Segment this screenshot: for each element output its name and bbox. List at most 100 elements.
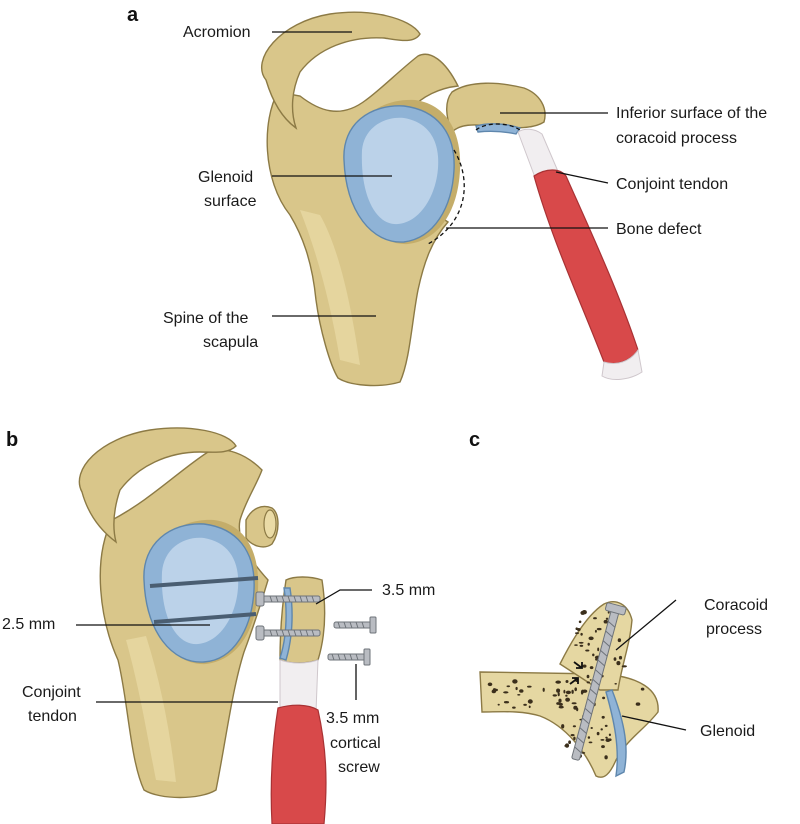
bone-pore: [589, 679, 592, 681]
bone-pore: [519, 689, 524, 693]
compression-arrow-lower: [569, 677, 579, 685]
bone-pore: [580, 632, 583, 636]
spine-highlight-b: [126, 636, 176, 782]
bone-pore: [578, 641, 584, 644]
bone-pore: [618, 655, 623, 660]
label-cortical-3: screw: [338, 759, 380, 776]
label-glenoid-1: Glenoid: [198, 169, 253, 186]
cortical-screw-2: [327, 648, 371, 666]
conjoint-tendon-a: [517, 128, 561, 181]
bone-pore: [506, 685, 511, 688]
bone-pore: [563, 689, 566, 694]
bone-pore: [580, 610, 585, 615]
label-cortical-2: cortical: [330, 735, 381, 752]
bone-pore: [487, 682, 493, 687]
bone-pore: [564, 743, 570, 748]
bone-pore: [572, 725, 577, 728]
label-coracoid-c-2: process: [706, 621, 762, 638]
bone-pore: [523, 703, 527, 706]
bone-pore: [558, 698, 562, 703]
bone-pore: [527, 685, 532, 688]
leader-glenoid-c: [621, 715, 687, 731]
panel-b-letter: b: [6, 429, 18, 451]
label-spine-2: scapula: [203, 334, 258, 351]
graft-screw-upper: [255, 591, 321, 607]
bone-pore: [604, 724, 608, 728]
bone-pore: [552, 694, 557, 697]
bone-pore: [568, 740, 571, 744]
bone-pore: [596, 627, 602, 631]
bone-pore: [621, 665, 627, 668]
bone-pore: [582, 664, 587, 668]
coracoid-defect-outline: [475, 123, 521, 131]
label-coracoid-c-1: Coracoid: [704, 597, 768, 614]
glenoid-cortical-surface: [605, 689, 627, 778]
label-cortical-1: 3.5 mm: [326, 710, 379, 727]
bone-pore: [601, 715, 605, 719]
graft-screw-lower: [255, 625, 321, 641]
graft-inferior-surface: [279, 587, 293, 661]
bone-pore: [602, 696, 606, 700]
acromion-bone-b: [78, 427, 237, 544]
label-coracoid-1: Inferior surface of the: [616, 105, 767, 122]
bone-pore: [574, 644, 578, 646]
bone-pore: [589, 666, 594, 670]
bone-pore: [608, 738, 612, 741]
muscle-b: [270, 704, 327, 824]
bone-pore: [605, 736, 608, 739]
bone-pore: [574, 687, 577, 692]
bone-pore: [600, 728, 603, 731]
bone-pore: [571, 689, 574, 694]
bone-pore: [596, 731, 600, 736]
leader-screw-size: [315, 589, 372, 605]
bone-pore: [582, 689, 588, 693]
label-conjoint: Conjoint tendon: [616, 176, 728, 193]
bone-pore: [640, 687, 645, 691]
bone-pore: [580, 690, 584, 695]
bone-pore: [503, 691, 509, 694]
panel-c-letter: c: [469, 429, 480, 451]
bone-pore: [528, 705, 531, 709]
panel-a: a Acromion Glenoid surface Spine of the …: [127, 4, 767, 387]
bone-pore: [608, 733, 612, 737]
bone-pore: [603, 619, 608, 624]
bone-pore: [576, 707, 579, 712]
distal-tendon-a: [601, 348, 643, 380]
bone-pore: [570, 734, 575, 737]
label-spine-1: Spine of the: [163, 310, 249, 327]
bone-pore: [587, 736, 591, 739]
bone-pore: [588, 741, 593, 744]
panel-c: c Coracoid process Glenoid: [469, 429, 768, 778]
bone-pore: [565, 680, 569, 683]
bone-pore: [614, 683, 617, 685]
glenoid-cross-section: [479, 671, 659, 778]
bone-pore: [556, 688, 561, 693]
bone-pore: [517, 694, 521, 696]
label-bone-defect: Bone defect: [616, 221, 702, 238]
glenoid-highlight-a: [361, 117, 439, 225]
bone-pore: [635, 702, 641, 706]
bone-pore: [593, 617, 597, 620]
leader-conjoint: [555, 171, 609, 184]
bone-pore: [592, 653, 595, 657]
bone-pore: [557, 692, 560, 697]
bone-pore: [586, 674, 590, 679]
bone-pore: [587, 642, 590, 646]
acromion-bone: [261, 11, 421, 130]
bone-pore: [542, 687, 545, 692]
bone-pore: [585, 649, 590, 652]
bone-pore: [558, 702, 563, 706]
conjoint-tendon-b: [279, 659, 319, 713]
bone-pore: [527, 699, 533, 704]
bone-pore: [573, 736, 576, 741]
bone-pore: [497, 703, 500, 706]
label-acromion: Acromion: [183, 24, 251, 41]
bone-pore: [565, 697, 570, 702]
bone-pore: [605, 617, 609, 620]
bone-pore: [588, 636, 594, 641]
label-glenoid-2: surface: [204, 193, 257, 210]
bone-pore: [512, 706, 516, 709]
coracobrachialis-muscle-a: [533, 169, 639, 365]
label-tendon-b-2: tendon: [28, 708, 77, 725]
